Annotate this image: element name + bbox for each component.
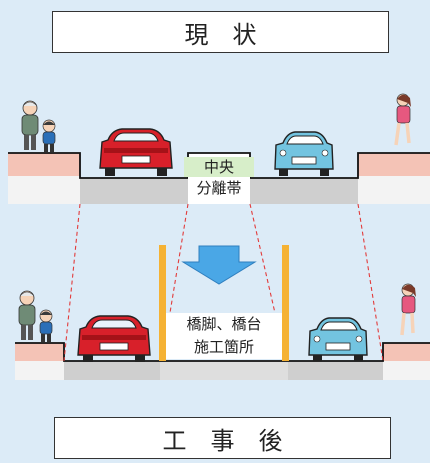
after-title-text: 工 事 後 [162, 426, 283, 455]
down-arrow-icon [181, 245, 257, 285]
blue-car-icon-after [308, 317, 368, 361]
left-pier [159, 245, 166, 361]
work-zone-after [160, 361, 288, 380]
before-title: 現 状 [52, 11, 389, 53]
left-sidewalk-before [8, 153, 80, 176]
after-cross-section [15, 342, 430, 380]
child-icon [42, 119, 56, 152]
elderly-man-icon-after [18, 290, 36, 340]
elderly-man-icon [21, 100, 39, 150]
work-zone-label: 橋脚、橋台 施工箇所 [166, 312, 282, 360]
after-title: 工 事 後 [54, 417, 391, 459]
red-car-icon [99, 128, 173, 176]
median-label-line2: 分離帯 [188, 177, 250, 199]
median-label-line1: 中央 [184, 157, 254, 177]
jogger-icon-after [400, 283, 416, 336]
right-sidewalk-after [383, 343, 430, 361]
median-label: 中央 分離帯 [184, 153, 254, 203]
blue-car-icon [274, 131, 334, 176]
left-sidewalk-after [15, 343, 64, 361]
work-zone-label-line1: 橋脚、橋台 [166, 313, 282, 336]
before-title-text: 現 状 [184, 20, 257, 49]
right-pier [282, 245, 289, 361]
jogger-icon [394, 93, 411, 146]
right-sidewalk-before [358, 153, 430, 176]
red-car-icon-after [77, 315, 151, 362]
child-icon-after [39, 309, 53, 342]
work-zone-label-line2: 施工箇所 [166, 336, 282, 359]
